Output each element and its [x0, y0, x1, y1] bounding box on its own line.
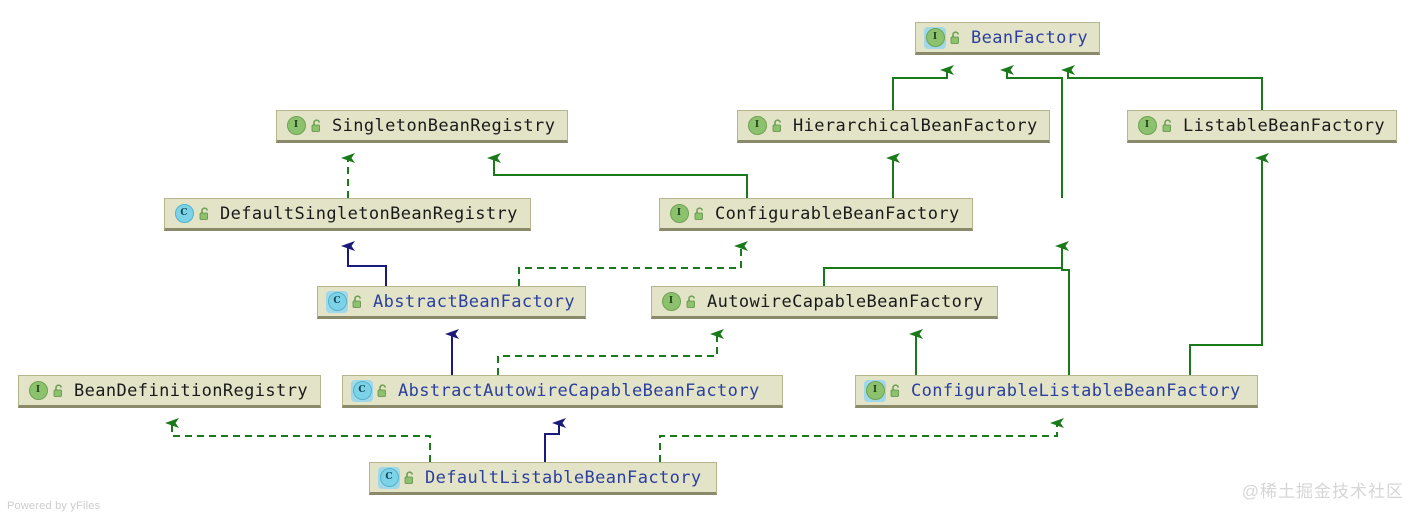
edge-hierarchical-to-beanfactory	[892, 65, 954, 110]
class-icon: C	[351, 379, 373, 402]
unlocked-icon	[403, 470, 416, 485]
unlocked-icon	[771, 118, 784, 133]
node-ConfigurableBeanFactory[interactable]: I ConfigurableBeanFactory	[659, 198, 973, 231]
edge-abstractbeanfactory-to-defaultsingleton	[341, 241, 387, 286]
interface-icon: I	[668, 203, 690, 225]
edge-defaultlistable-to-beandefinitionregistry	[165, 418, 431, 462]
class-icon: C	[173, 203, 195, 225]
interface-badge: I	[28, 381, 48, 400]
interface-badge: I	[1137, 116, 1157, 135]
unlocked-icon	[693, 206, 706, 221]
node-label: ListableBeanFactory	[1183, 115, 1386, 136]
node-label: AbstractAutowireCapableBeanFactory	[398, 380, 760, 401]
node-BeanFactory[interactable]: I BeanFactory	[915, 22, 1100, 55]
node-BeanDefinitionRegistry[interactable]: I BeanDefinitionRegistry	[18, 375, 321, 408]
node-label: ConfigurableBeanFactory	[715, 203, 960, 224]
node-label: SingletonBeanRegistry	[332, 115, 556, 136]
edge-defaultlistable-to-abstractautowire	[544, 418, 566, 462]
interface-badge: I	[925, 28, 945, 47]
node-DefaultListableBeanFactory[interactable]: C DefaultListableBeanFactory	[369, 462, 717, 495]
unlocked-icon	[351, 294, 364, 309]
node-AbstractBeanFactory[interactable]: C AbstractBeanFactory	[317, 286, 586, 319]
watermark-label: @稀土掘金技术社区	[1241, 482, 1404, 501]
interface-icon: I	[864, 379, 886, 402]
node-label: AutowireCapableBeanFactory	[707, 291, 984, 312]
unlocked-icon	[1161, 118, 1174, 133]
class-icon: C	[378, 466, 400, 489]
interface-icon: I	[924, 26, 946, 49]
class-badge: C	[379, 468, 399, 487]
class-badge: C	[352, 381, 372, 400]
node-ConfigurableListableBeanFactory[interactable]: I ConfigurableListableBeanFactory	[855, 375, 1258, 408]
node-ListableBeanFactory[interactable]: I ListableBeanFactory	[1127, 110, 1397, 143]
unlocked-icon	[376, 383, 389, 398]
interface-badge: I	[865, 381, 885, 400]
edge-autowirecapable-to-beanfactory	[823, 267, 1062, 286]
edge-defaultlistable-to-configurablelistable	[659, 418, 1064, 462]
interface-badge: I	[747, 116, 767, 135]
node-AbstractAutowireCapableBeanFactory[interactable]: C AbstractAutowireCapableBeanFactory	[342, 375, 783, 408]
node-AutowireCapableBeanFactory[interactable]: I AutowireCapableBeanFactory	[651, 286, 998, 319]
unlocked-icon	[198, 206, 211, 221]
interface-badge: I	[286, 116, 306, 135]
unlocked-icon	[949, 30, 962, 45]
node-DefaultSingletonBeanRegistry[interactable]: C DefaultSingletonBeanRegistry	[164, 198, 531, 231]
unlocked-icon	[889, 383, 902, 398]
node-label: BeanFactory	[971, 27, 1088, 48]
node-label: ConfigurableListableBeanFactory	[911, 380, 1241, 401]
class-badge: C	[174, 204, 194, 223]
interface-icon: I	[27, 380, 49, 402]
class-icon: C	[326, 290, 348, 313]
edge-configurablelistable-to-configurable	[1055, 241, 1070, 375]
node-label: DefaultSingletonBeanRegistry	[220, 203, 518, 224]
edge-configurable-to-singletonregistry	[487, 153, 748, 198]
interface-badge: I	[661, 292, 681, 311]
interface-icon: I	[660, 291, 682, 313]
node-label: HierarchicalBeanFactory	[793, 115, 1038, 136]
unlocked-icon	[685, 294, 698, 309]
edge-configurablelistable-to-listable	[1189, 153, 1269, 375]
edge-abstractbeanfactory-to-configurable	[518, 241, 748, 286]
interface-badge: I	[669, 204, 689, 223]
interface-icon: I	[746, 115, 768, 137]
edge-configurable-to-beanfactory	[1000, 65, 1063, 198]
powered-by-label: Powered by yFiles	[7, 500, 101, 512]
node-label: BeanDefinitionRegistry	[74, 380, 308, 401]
interface-icon: I	[1136, 115, 1158, 137]
edge-listable-to-beanfactory	[1061, 65, 1263, 110]
node-SingletonBeanRegistry[interactable]: I SingletonBeanRegistry	[276, 110, 568, 143]
class-badge: C	[327, 292, 347, 311]
node-label: AbstractBeanFactory	[373, 291, 576, 312]
unlocked-icon	[310, 118, 323, 133]
interface-icon: I	[285, 115, 307, 137]
node-label: DefaultListableBeanFactory	[425, 467, 702, 488]
node-HierarchicalBeanFactory[interactable]: I HierarchicalBeanFactory	[737, 110, 1050, 143]
unlocked-icon	[52, 383, 65, 398]
edge-abstractautowire-to-autowirecapable	[497, 329, 724, 375]
